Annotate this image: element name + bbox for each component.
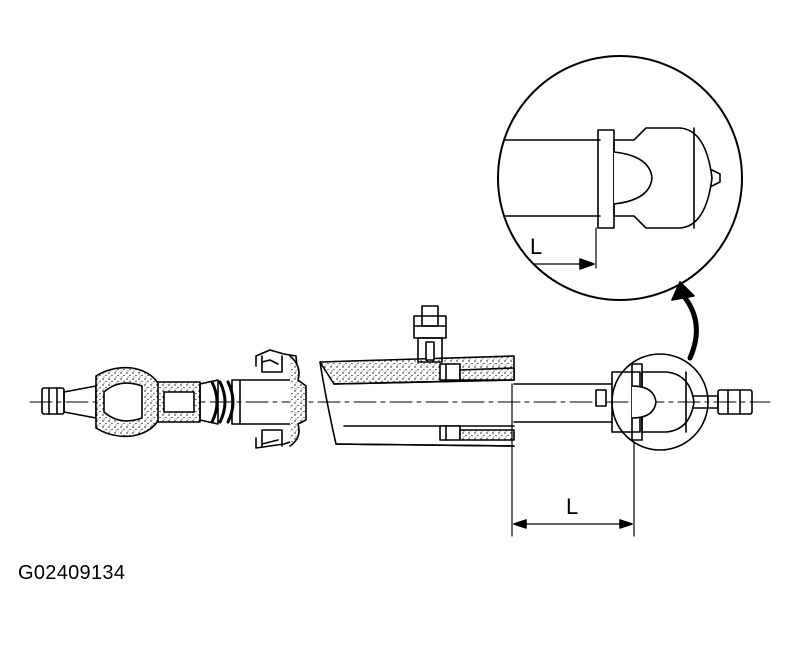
dimension-label-detail: L bbox=[530, 234, 542, 259]
magnified-joint bbox=[498, 127, 721, 270]
universal-joint-assembly bbox=[41, 349, 307, 449]
shaft-end-joint bbox=[611, 363, 753, 441]
dimension-l-main bbox=[511, 383, 635, 537]
dimension-label-main: L bbox=[566, 494, 578, 519]
detail-callout-circle bbox=[611, 353, 709, 451]
callout-arrow bbox=[679, 291, 699, 361]
mounting-bolt bbox=[413, 305, 447, 363]
inner-shaft bbox=[513, 383, 613, 423]
magnified-detail-circle bbox=[497, 55, 743, 301]
column-tube bbox=[319, 355, 515, 447]
figure-code: G02409134 bbox=[18, 562, 126, 584]
